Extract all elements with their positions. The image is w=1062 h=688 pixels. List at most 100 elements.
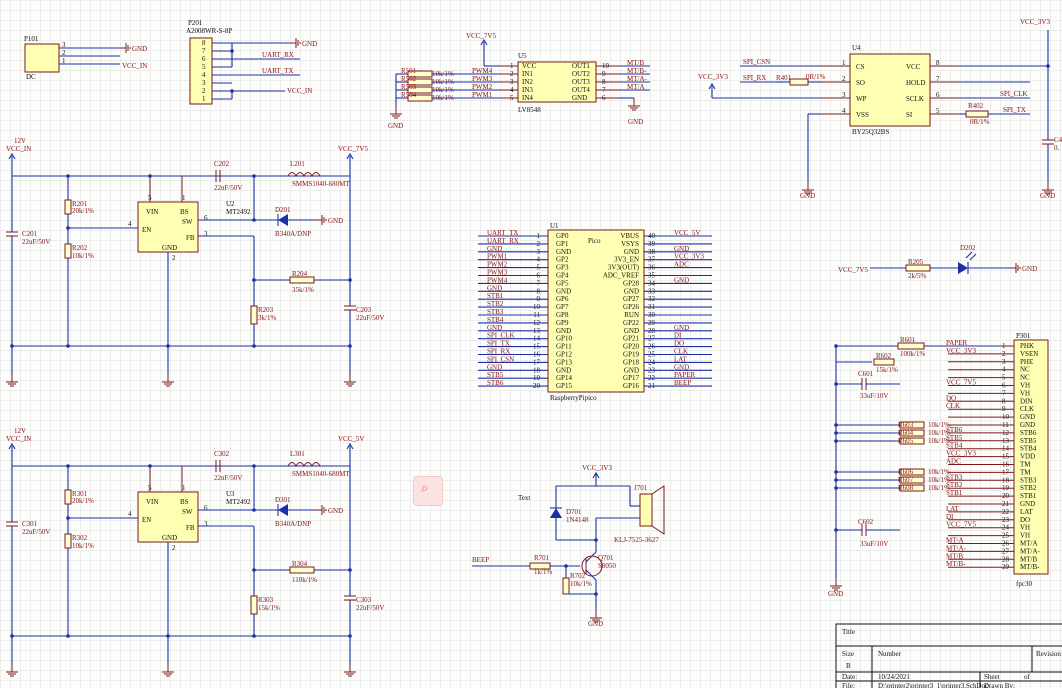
junction xyxy=(834,431,838,435)
pin-number: 2 xyxy=(202,87,206,95)
net-label: UART_RX xyxy=(262,51,294,59)
junction xyxy=(10,344,14,348)
pin-number: 1 xyxy=(202,95,206,103)
chip-value: LV8548 xyxy=(518,106,541,114)
pin-name: FB xyxy=(186,234,195,242)
junction xyxy=(10,634,14,638)
flash-chip[interactable] xyxy=(849,53,931,127)
resistor-ref: R702 xyxy=(570,572,586,580)
input-capacitor[interactable] xyxy=(6,521,18,527)
resistor-value: 10k/1% xyxy=(928,468,950,476)
resistor-divider-top[interactable] xyxy=(64,199,72,215)
pin-name: GND xyxy=(556,327,571,335)
resistor-divider-bottom[interactable] xyxy=(64,533,72,549)
bootstrap-capacitor[interactable] xyxy=(215,460,221,472)
ground-icon xyxy=(802,182,814,195)
pin-name: VIN xyxy=(146,208,158,216)
feedback-resistor-lower[interactable] xyxy=(250,595,258,615)
capacitor-ref: C601 xyxy=(858,370,874,378)
diode-ref: D701 xyxy=(566,508,582,516)
inductor[interactable] xyxy=(287,462,321,468)
net-label: STB3 xyxy=(487,308,504,316)
capacitor-c601[interactable] xyxy=(861,378,867,390)
pin-name: DO xyxy=(1020,516,1030,524)
junction xyxy=(148,174,152,178)
pin-name: VSEN xyxy=(1020,350,1038,358)
pullup-resistor[interactable] xyxy=(899,429,925,437)
fpc30-connector[interactable] xyxy=(1013,339,1049,575)
net-label: VCC_7V5 xyxy=(466,32,496,40)
resistor-ref: R602 xyxy=(876,352,892,360)
ground-icon xyxy=(120,43,131,53)
uart-connector[interactable] xyxy=(189,37,213,105)
bootstrap-capacitor[interactable] xyxy=(215,170,221,182)
pullup-resistor[interactable] xyxy=(899,437,925,445)
pin-number: 5 xyxy=(936,107,940,115)
net-label: STB6 xyxy=(487,379,504,387)
resistor-r602[interactable] xyxy=(873,358,895,366)
resistor-divider-top[interactable] xyxy=(64,489,72,505)
capacitor-ref: C201 xyxy=(22,230,38,238)
pin-name: STB2 xyxy=(1020,484,1037,492)
net-label: STB4 xyxy=(946,442,963,450)
buzzer-connector[interactable] xyxy=(639,493,653,527)
pin-name: GND xyxy=(1020,413,1035,421)
output-capacitor[interactable] xyxy=(344,305,356,311)
chip-value: BY25Q32BS xyxy=(852,128,889,136)
capacitor-c4[interactable] xyxy=(1042,139,1054,145)
net-label: GND xyxy=(674,324,689,332)
pin-number: 4 xyxy=(202,71,206,79)
input-capacitor[interactable] xyxy=(6,231,18,237)
capacitor-value: 0. xyxy=(1054,144,1060,152)
pin-name: GND xyxy=(1020,421,1035,429)
resistor-r402[interactable] xyxy=(965,110,989,118)
pin-name: GND xyxy=(556,287,571,295)
net-label: VCC_IN xyxy=(6,145,31,153)
pullup-resistor[interactable] xyxy=(899,476,925,484)
buck-regulator-chip[interactable] xyxy=(137,201,199,253)
net-label: MT/A xyxy=(627,83,645,91)
diode-icon[interactable] xyxy=(550,508,562,518)
pin-name: GP5 xyxy=(556,279,569,287)
ground-label: GND xyxy=(1040,192,1055,200)
pin-number: 6 xyxy=(936,91,940,99)
net-label: VCC_7V5 xyxy=(338,145,368,153)
diode-icon[interactable] xyxy=(278,504,288,516)
pullup-resistor[interactable] xyxy=(899,484,925,492)
feedback-resistor-lower[interactable] xyxy=(250,305,258,325)
output-capacitor[interactable] xyxy=(344,595,356,601)
pullup-resistor[interactable] xyxy=(899,421,925,429)
chip-title: Pico xyxy=(588,237,601,245)
pin-name: GP9 xyxy=(556,319,569,327)
ground-icon xyxy=(1042,182,1054,195)
capacitor-ref: C602 xyxy=(858,518,874,526)
pin-name: GP10 xyxy=(556,335,572,343)
resistor-r702[interactable] xyxy=(562,577,570,595)
junction xyxy=(252,344,256,348)
net-label: GND xyxy=(487,284,502,292)
net-label: MT/B- xyxy=(627,67,647,75)
pin-number: 8 xyxy=(202,39,206,47)
dc-connector[interactable] xyxy=(24,43,60,73)
resistor-ref: R501 xyxy=(401,67,417,75)
pin-name: CLK xyxy=(1020,405,1034,413)
diode-icon[interactable] xyxy=(278,214,288,226)
capacitor-ref: C4 xyxy=(1054,136,1062,144)
motor-driver-chip[interactable] xyxy=(517,61,597,103)
pullup-resistor[interactable] xyxy=(899,468,925,476)
ground-icon xyxy=(590,610,602,623)
led-icon[interactable] xyxy=(958,262,968,274)
speaker-icon xyxy=(651,485,665,535)
net-label: VCC_5V xyxy=(674,229,700,237)
zoom-icon[interactable]: ⌕ xyxy=(413,476,443,506)
net-label: MT/A xyxy=(946,537,964,545)
raspberry-pico-module[interactable] xyxy=(547,229,645,393)
pin-number: 6 xyxy=(202,55,206,63)
resistor-r601[interactable] xyxy=(897,342,925,350)
net-label: 12V xyxy=(14,427,26,435)
junction xyxy=(66,634,70,638)
resistor-divider-bottom[interactable] xyxy=(64,243,72,259)
inductor[interactable] xyxy=(287,172,321,178)
net-label: GND xyxy=(487,245,502,253)
